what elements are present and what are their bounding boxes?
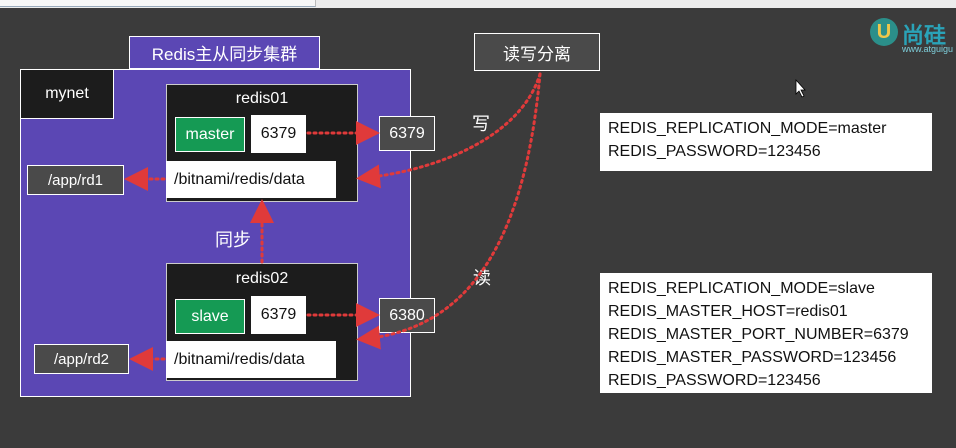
logo-subtext: www.atguigu: [902, 44, 954, 54]
env-line: REDIS_MASTER_HOST=redis01: [608, 303, 848, 320]
mouse-cursor-icon: [795, 78, 806, 98]
env-line: REDIS_PASSWORD=123456: [608, 143, 821, 160]
atguigu-logo: U 尚硅 www.atguigu: [870, 18, 956, 54]
master-host-path: /app/rd1: [27, 165, 124, 195]
read-label: 读: [473, 268, 491, 288]
master-data-path: /bitnami/redis/data: [166, 161, 336, 198]
network-name-label: mynet: [20, 69, 114, 119]
write-arrow: [356, 72, 542, 189]
env-line: REDIS_MASTER_PASSWORD=123456: [608, 349, 897, 366]
env-line: REDIS_REPLICATION_MODE=slave: [608, 280, 875, 297]
env-line: REDIS_MASTER_PORT_NUMBER=6379: [608, 326, 909, 343]
write-label: 写: [472, 114, 490, 134]
slave-data-path: /bitnami/redis/data: [166, 341, 336, 378]
slave-role-badge: slave: [175, 299, 245, 334]
master-node-name: redis01: [235, 90, 289, 107]
logo-text: 尚硅: [902, 23, 947, 48]
cluster-title: Redis主从同步集群: [129, 36, 320, 69]
browser-tab[interactable]: [0, 0, 316, 7]
rw-separation-box: 读写分离: [474, 33, 600, 71]
master-container-port: 6379: [251, 115, 306, 153]
slave-container-port: 6379: [251, 296, 306, 334]
slave-node-name: redis02: [235, 270, 289, 287]
master-env-box: REDIS_REPLICATION_MODE=master REDIS_PASS…: [600, 113, 932, 171]
read-arrow: [356, 72, 542, 350]
slave-env-box: REDIS_REPLICATION_MODE=slave REDIS_MASTE…: [600, 273, 932, 393]
env-line: REDIS_PASSWORD=123456: [608, 372, 821, 389]
window-top-bar: [0, 0, 956, 8]
sync-label: 同步: [215, 230, 251, 250]
slave-host-port: 6380: [379, 298, 435, 333]
master-role-badge: master: [175, 117, 245, 152]
master-host-port: 6379: [379, 116, 435, 151]
env-line: REDIS_REPLICATION_MODE=master: [608, 120, 887, 137]
logo-icon: U: [870, 18, 898, 46]
slave-host-path: /app/rd2: [34, 344, 129, 374]
